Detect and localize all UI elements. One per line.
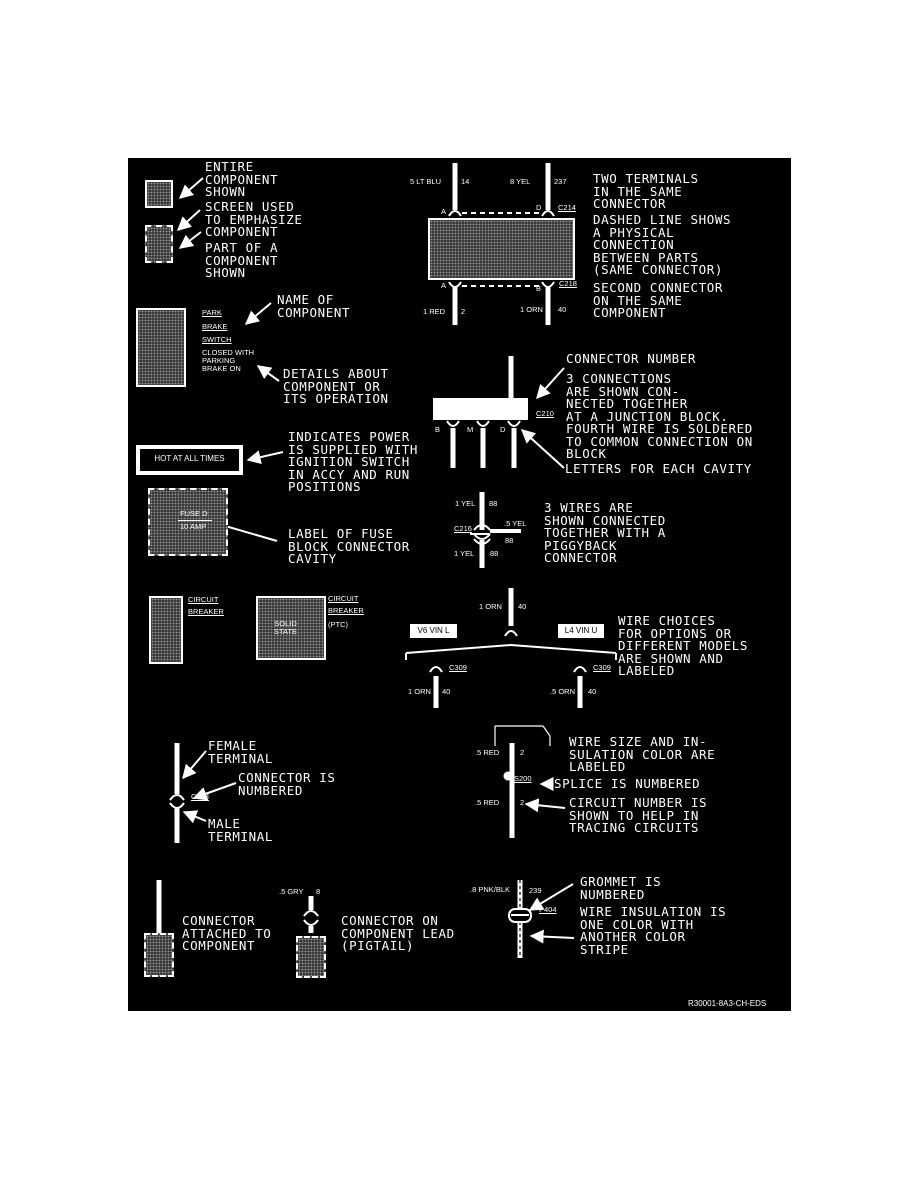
name-of-component-label: NAME OF COMPONENT: [277, 292, 351, 320]
wire-label: 1 YEL: [455, 499, 476, 508]
wire-label: 8 YEL: [510, 177, 531, 186]
connector-number: C309: [593, 663, 611, 672]
solid-state-label: SOLID STATE: [274, 619, 298, 636]
connector-number-label: CONNECTOR NUMBER: [566, 351, 697, 366]
cavity-letter: A: [441, 281, 447, 290]
connector-on-lead-label: CONNECTOR ON COMPONENT LEAD (PIGTAIL): [341, 913, 455, 953]
part-of-component-label: PART OF A COMPONENT SHOWN: [205, 240, 279, 280]
circuit-breaker-box: [149, 596, 183, 664]
dashed-line-label: DASHED LINE SHOWS A PHYSICAL CONNECTION …: [593, 212, 732, 277]
cavity-letter: B: [435, 425, 441, 434]
splice-numbered-label: SPLICE IS NUMBERED: [554, 776, 701, 791]
wire-label: .5 GRY: [279, 887, 304, 896]
circuit-label: 40: [518, 602, 527, 611]
cavity-letter: D: [500, 425, 506, 434]
details-about-label: DETAILS ABOUT COMPONENT OR ITS OPERATION: [283, 366, 389, 406]
connector-number: C103: [191, 792, 209, 801]
junction-block: [433, 398, 528, 420]
component-name-switch: SWITCH: [202, 335, 232, 344]
wire-label: 1 RED: [423, 307, 446, 316]
component-name-circuit: CIRCUIT: [188, 595, 219, 604]
wire-label: 1 YEL: [454, 549, 475, 558]
circuit-label: 88: [505, 536, 514, 545]
second-connector-label: SECOND CONNECTOR ON THE SAME COMPONENT: [593, 280, 724, 320]
label-of-fuse-label: LABEL OF FUSE BLOCK CONNECTOR CAVITY: [288, 526, 410, 566]
park-brake-switch-box: [136, 308, 186, 387]
wire-label: 1 ORN: [479, 602, 502, 611]
connector-number: C210: [536, 409, 554, 418]
wire-insulation-label: WIRE INSULATION IS ONE COLOR WITH ANOTHE…: [580, 904, 727, 957]
component-name-breaker: BREAKER: [328, 606, 364, 615]
circuit-label: 14: [461, 177, 470, 186]
three-wires-label: 3 WIRES ARE SHOWN CONNECTED TOGETHER WIT…: [544, 500, 666, 565]
wire-label: .5 YEL: [504, 519, 527, 528]
wire-label: .5 ORN: [550, 687, 576, 696]
option-box-l4: L4 VIN U: [558, 624, 604, 638]
circuit-label: 88: [489, 499, 498, 508]
solid-state-breaker-box: [256, 596, 326, 660]
circuit-label: 40: [588, 687, 597, 696]
male-terminal-label: MALE TERMINAL: [208, 816, 274, 844]
component-name-park: PARK: [202, 308, 222, 317]
fuse-name: FUSE D: [180, 509, 208, 518]
wire-choices-label: WIRE CHOICES FOR OPTIONS OR DIFFERENT MO…: [618, 613, 749, 678]
two-terminals-label: TWO TERMINALS IN THE SAME CONNECTOR: [593, 171, 699, 211]
circuit-number-label: CIRCUIT NUMBER IS SHOWN TO HELP IN TRACI…: [569, 795, 708, 835]
entire-component-label: ENTIRE COMPONENT SHOWN: [205, 159, 279, 199]
connector-number: C214: [558, 203, 576, 212]
option-box-v6: V6 VIN L: [408, 622, 459, 640]
circuit-label: 40: [442, 687, 451, 696]
hot-at-all-times-box: HOT AT ALL TIMES: [136, 445, 243, 475]
grommet-number: P404: [539, 905, 557, 914]
wire-size-label: WIRE SIZE AND IN- SULATION COLOR ARE LAB…: [569, 734, 716, 774]
female-terminal-label: FEMALE TERMINAL: [208, 738, 274, 766]
fuse-rating: 10 AMP: [180, 522, 207, 531]
partial-component-box: [145, 225, 173, 263]
grommet-numbered-label: GROMMET IS NUMBERED: [580, 874, 662, 902]
pigtail-component-box: [296, 936, 326, 978]
circuit-label: 2: [520, 798, 525, 807]
component-name-breaker: BREAKER: [188, 607, 224, 616]
fuse-divider: [178, 520, 212, 521]
connector-attached-label: CONNECTOR ATTACHED TO COMPONENT: [182, 913, 272, 953]
cavity-letter: B: [536, 284, 542, 293]
connector-number: C218: [559, 279, 577, 288]
three-connections-label: 3 CONNECTIONS ARE SHOWN CON- NECTED TOGE…: [566, 371, 753, 461]
component-operation-detail: CLOSED WITH PARKING BRAKE ON: [202, 348, 255, 373]
wire-label: 5 LT BLU: [410, 177, 441, 186]
connector-attached-box: [144, 933, 174, 977]
diagram-linework: [151, 163, 617, 958]
entire-component-box: [145, 180, 173, 208]
connector-number: C309: [449, 663, 467, 672]
component-name-circuit: CIRCUIT: [328, 594, 359, 603]
component-name-brake: BRAKE: [202, 322, 228, 331]
circuit-label: 2: [520, 748, 525, 757]
ptc-label: (PTC): [328, 620, 348, 629]
letters-cavity-label: LETTERS FOR EACH CAVITY: [565, 461, 752, 476]
circuit-label: 8: [316, 887, 321, 896]
splice-number: S200: [514, 774, 532, 783]
fuse-box: [148, 488, 228, 556]
circuit-label: 40: [558, 305, 567, 314]
connector-is-numbered-label: CONNECTOR IS NUMBERED: [238, 770, 336, 798]
wire-label: .5 RED: [475, 798, 500, 807]
wire-label: 1 ORN: [520, 305, 543, 314]
connector-number: C216: [454, 524, 472, 533]
wire-label: .5 RED: [475, 748, 500, 757]
component-box: [428, 218, 575, 280]
circuit-label: 88: [490, 549, 499, 558]
wire-label: .8 PNK/BLK: [470, 885, 511, 894]
cavity-letter: D: [536, 203, 542, 212]
circuit-label: 2: [461, 307, 466, 316]
cavity-letter: M: [467, 425, 474, 434]
wire-label: 1 ORN: [408, 687, 431, 696]
screen-used-label: SCREEN USED TO EMPHASIZE COMPONENT: [205, 199, 303, 239]
cavity-letter: A: [441, 207, 447, 216]
wiring-legend-diagram: ENTIRE COMPONENT SHOWN SCREEN USED TO EM…: [128, 158, 791, 1011]
indicates-power-label: INDICATES POWER IS SUPPLIED WITH IGNITIO…: [288, 429, 419, 494]
circuit-label: 239: [529, 886, 542, 895]
figure-id: R30001-8A3-CH-EDS: [688, 999, 767, 1008]
circuit-label: 237: [554, 177, 567, 186]
